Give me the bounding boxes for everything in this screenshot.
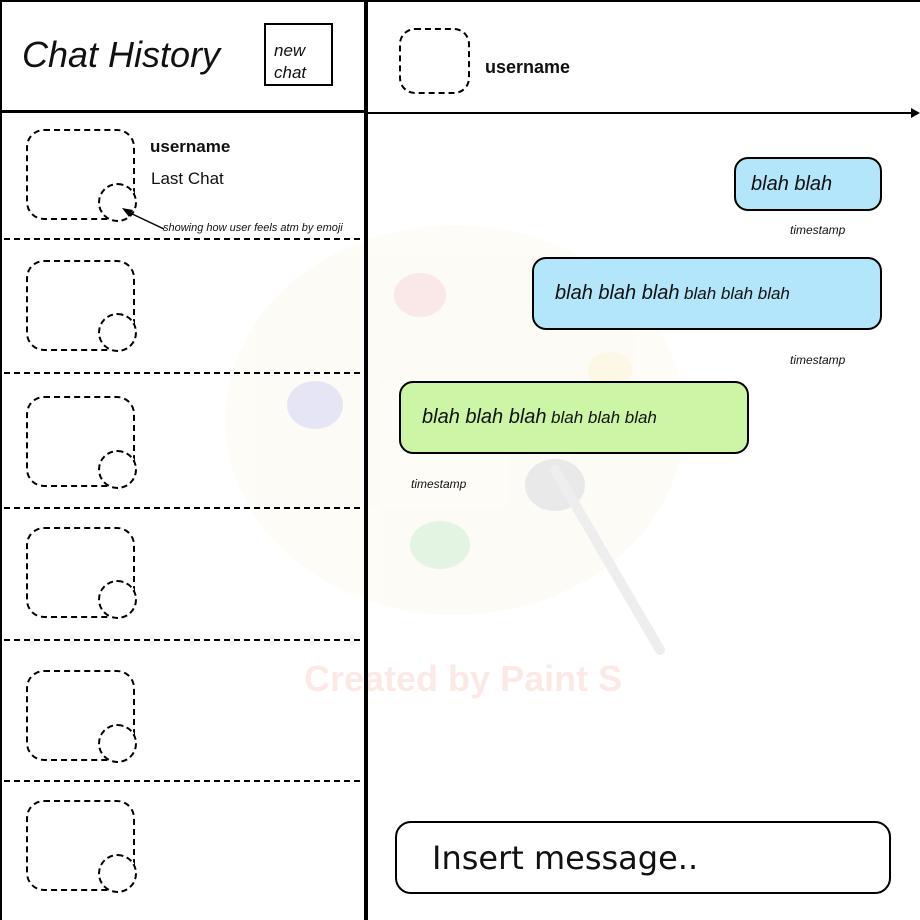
message-text: blah blah blah: [684, 283, 790, 303]
chat-avatar[interactable]: [26, 260, 135, 351]
message-timestamp: timestamp: [411, 477, 467, 491]
mood-emoji-icon: [98, 854, 137, 893]
chat-row-separator: [4, 639, 360, 641]
conversation-header-divider: [368, 112, 913, 114]
chat-avatar[interactable]: [26, 396, 135, 487]
mood-emoji-icon: [98, 450, 137, 489]
chat-row-separator: [4, 372, 360, 374]
watermark-text: Created by Paint S: [304, 658, 623, 699]
mood-emoji-icon: [98, 580, 137, 619]
conversation-avatar[interactable]: [399, 28, 470, 94]
divider-arrowhead: [911, 108, 920, 118]
chat-avatar[interactable]: [26, 129, 135, 220]
message-text: blah blah blah: [422, 406, 547, 428]
message-timestamp: timestamp: [790, 223, 846, 237]
panel-divider: [364, 0, 368, 920]
message-bubble-outgoing[interactable]: blah blah blah blah blah blah: [532, 257, 882, 330]
mood-emoji-icon: [98, 724, 137, 763]
annotation-arrow-icon: [122, 208, 165, 230]
chat-avatar[interactable]: [26, 527, 135, 618]
chat-history-title: Chat History: [22, 34, 221, 75]
new-chat-button[interactable]: new chat: [264, 23, 333, 86]
message-text: blah blah blah: [551, 407, 657, 427]
mood-emoji-icon: [98, 313, 137, 352]
frame-left-border: [0, 0, 2, 920]
chat-avatar[interactable]: [26, 800, 135, 891]
mood-annotation: showing how user feels atm by emoji: [163, 222, 343, 234]
message-timestamp: timestamp: [790, 353, 846, 367]
message-bubble-incoming[interactable]: blah blah blah blah blah blah: [399, 381, 749, 454]
message-bubble-outgoing[interactable]: blah blah: [734, 157, 882, 211]
mood-emoji-icon: [98, 183, 137, 222]
chat-avatar[interactable]: [26, 670, 135, 761]
chat-username[interactable]: username: [150, 137, 231, 156]
sidebar-header-divider: [0, 110, 366, 113]
message-text: blah blah: [751, 172, 833, 195]
message-input[interactable]: [395, 821, 891, 894]
frame-top-border: [0, 0, 920, 2]
chat-row-separator: [4, 238, 360, 240]
chat-row-separator: [4, 507, 360, 509]
conversation-username[interactable]: username: [485, 57, 571, 77]
chat-row-separator: [4, 780, 360, 782]
message-text: blah blah blah: [555, 282, 680, 304]
chat-last-message: Last Chat: [151, 169, 224, 188]
